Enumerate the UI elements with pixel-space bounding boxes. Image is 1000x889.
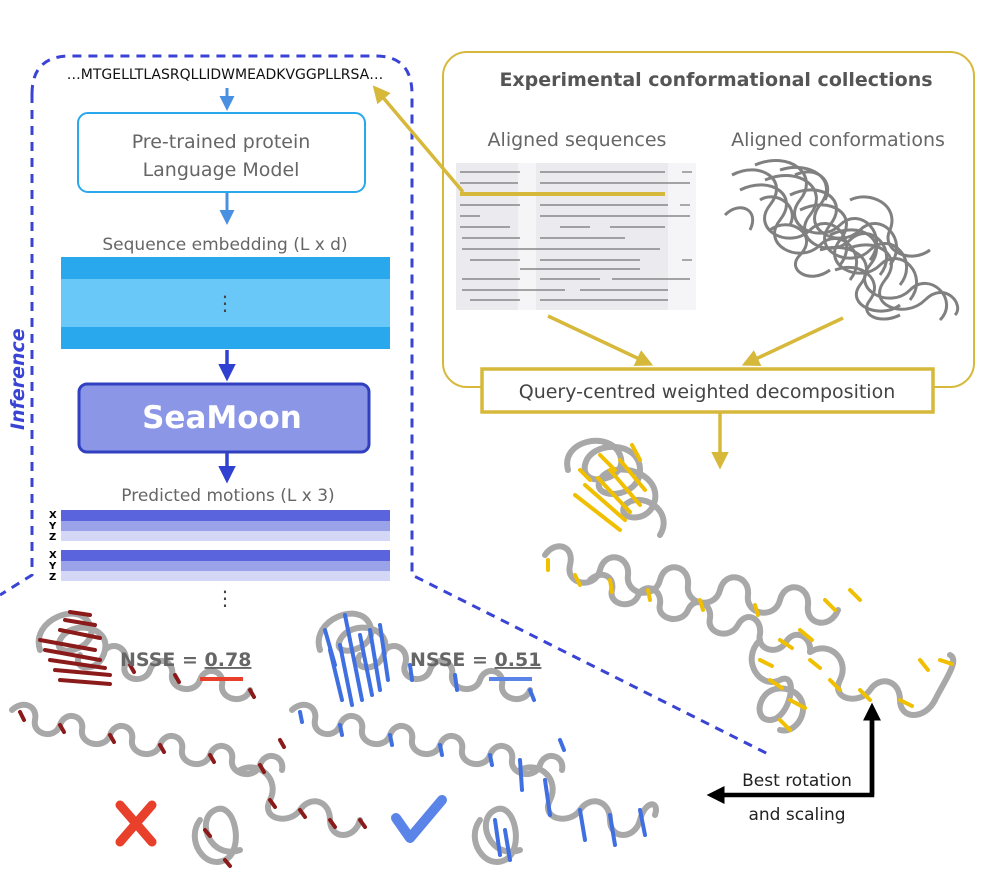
good-nsse: NSSE = 0.51 bbox=[410, 649, 541, 671]
correct-check-icon bbox=[391, 795, 447, 843]
plm-line2: Language Model bbox=[143, 159, 300, 181]
msa-graphic bbox=[456, 163, 696, 310]
motions-label: Predicted motions (L x 3) bbox=[121, 486, 334, 506]
arrow-conformations-to-decomposition bbox=[741, 316, 844, 366]
incorrect-cross-icon bbox=[115, 800, 157, 847]
axis-letters: X Y Z X Y Z bbox=[48, 510, 57, 583]
svg-text:Z: Z bbox=[49, 572, 56, 583]
query-sequence: …MTGELLTLASRQLLIDWMEADKVGGPLLRSA… bbox=[67, 67, 383, 83]
seamoon-name: SeaMoon bbox=[142, 400, 302, 436]
svg-text:Y: Y bbox=[48, 561, 57, 572]
best-rotation-line1: Best rotation bbox=[742, 771, 852, 791]
embedding-label: Sequence embedding (L x d) bbox=[102, 235, 347, 255]
bad-nsse: NSSE = 0.78 bbox=[120, 649, 251, 671]
svg-text:Z: Z bbox=[49, 532, 56, 543]
bad-nsse-label: NSSE = bbox=[120, 649, 205, 671]
good-nsse-swatch bbox=[489, 677, 532, 681]
svg-text:X: X bbox=[49, 550, 57, 561]
embedding-matrix bbox=[61, 257, 390, 349]
best-rotation-line2: and scaling bbox=[748, 805, 845, 825]
bad-nsse-value: 0.78 bbox=[205, 649, 252, 671]
arrow-query-to-sequence bbox=[372, 85, 465, 194]
good-nsse-label: NSSE = bbox=[410, 649, 495, 671]
plm-line1: Pre-trained protein bbox=[132, 131, 311, 153]
embedding-ellipsis: ⋮ bbox=[215, 291, 235, 315]
plm-box bbox=[77, 112, 366, 193]
conformations-ensemble bbox=[723, 159, 960, 322]
experimental-title: Experimental conformational collections bbox=[499, 69, 932, 91]
good-prediction-protein bbox=[289, 610, 659, 865]
inference-frame bbox=[0, 54, 771, 757]
svg-text:Y: Y bbox=[48, 521, 57, 532]
motions-matrix bbox=[61, 510, 390, 581]
bad-nsse-swatch bbox=[200, 677, 243, 681]
seamoon-box bbox=[77, 382, 371, 454]
good-nsse-value: 0.51 bbox=[495, 649, 542, 671]
inference-label: Inference bbox=[7, 328, 29, 430]
decomposition-label: Query-centred weighted decomposition bbox=[519, 381, 896, 403]
arrow-msa-to-decomposition bbox=[547, 314, 654, 366]
aligned-conformations-label: Aligned conformations bbox=[731, 129, 945, 151]
svg-text:X: X bbox=[49, 510, 57, 521]
reference-protein bbox=[542, 437, 957, 734]
bad-prediction-protein bbox=[9, 610, 367, 868]
more-ellipsis: ⋮ bbox=[215, 586, 235, 610]
decomposition-box bbox=[480, 367, 935, 414]
aligned-sequences-label: Aligned sequences bbox=[488, 129, 667, 151]
